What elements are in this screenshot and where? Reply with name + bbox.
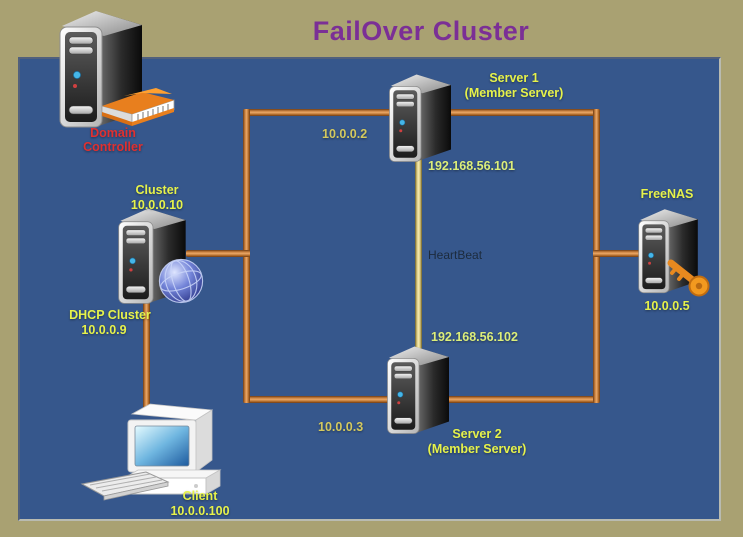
client-computer-icon <box>80 402 226 502</box>
key-icon <box>666 257 712 297</box>
freenas-ip-label: 10.0.0.5 <box>644 299 690 313</box>
dhcp-cluster-ip-label: 10.0.0.9 <box>81 323 127 337</box>
server1-cluster-ip-label: 10.0.0.2 <box>322 127 368 141</box>
server1-icon <box>383 73 459 163</box>
domain-controller-label: Domain Controller <box>83 126 143 154</box>
link-heartbeat <box>415 152 422 356</box>
cluster-ip-label: 10.0.0.10 <box>130 198 184 212</box>
heartbeat-label: HeartBeat <box>428 248 483 262</box>
server1-role-label: (Member Server) <box>464 86 564 100</box>
diagram-title: FailOver Cluster <box>312 16 530 46</box>
client-name-label: Client <box>182 489 218 503</box>
link-client-vertical <box>143 292 150 414</box>
client-ip-label: 10.0.0.100 <box>170 504 230 518</box>
freenas-name-label: FreeNAS <box>640 187 694 201</box>
dhcp-cluster-name-label: DHCP Cluster <box>69 308 151 322</box>
server2-icon <box>381 345 457 435</box>
server1-name-label: Server 1 <box>489 71 539 85</box>
server2-public-ip-label: 192.168.56.102 <box>431 330 518 344</box>
server1-public-ip-label: 192.168.56.101 <box>428 159 515 173</box>
cluster-name-label: Cluster <box>135 183 179 197</box>
link-freenas-branch <box>593 250 646 257</box>
server2-cluster-ip-label: 10.0.0.3 <box>318 420 364 434</box>
documents-icon <box>98 84 178 128</box>
server2-role-label: (Member Server) <box>427 442 527 456</box>
link-cluster-branch <box>186 250 250 257</box>
server2-name-label: Server 2 <box>452 427 502 441</box>
globe-icon <box>157 257 205 305</box>
